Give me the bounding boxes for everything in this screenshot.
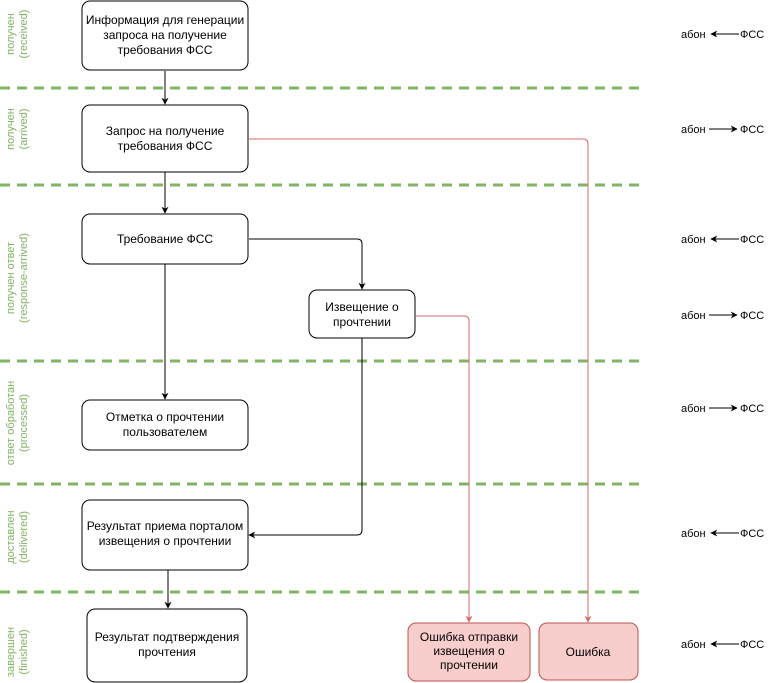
direction-processed: абон ФСС [681,403,764,415]
stage-separators [0,86,640,594]
error-edges [249,138,592,623]
svg-text:ФСС: ФСС [740,528,764,540]
svg-text:абон: абон [681,234,706,246]
edge-request-to-error [249,138,592,623]
edge-notice-to-notice-error [416,315,473,623]
svg-text:Ошибка: Ошибка [566,645,611,659]
stage-label-processed: ответ обработан(processed) [5,381,30,465]
edge-requirement-to-notice [249,238,366,290]
stage-label-arrived: получен(arrived) [5,108,30,150]
svg-text:абон: абон [681,29,706,41]
stage-label-response-arrived: получен ответ(response-arrived) [5,233,30,323]
direction-requirement: абон ФСС [681,234,764,246]
stage-labels: получен(received) получен(arrived) получ… [5,10,30,678]
stage-label-received: получен(received) [5,10,30,59]
direction-read-notice: абон ФСС [681,310,764,322]
stage-label-finished: завершен(finished) [5,627,30,677]
svg-text:ФСС: ФСС [740,29,764,41]
svg-text:абон: абон [681,639,706,651]
svg-text:абон: абон [681,403,706,415]
direction-arrived: абон ФСС [681,124,764,136]
edges [161,71,366,609]
svg-text:абон: абон [681,124,706,136]
direction-finished: абон ФСС [681,639,764,651]
box-requirement: Требование ФСС [81,213,249,265]
svg-text:ФСС: ФСС [740,310,764,322]
stage-label-delivered: доставлен(delivered) [5,510,30,563]
box-error: Ошибка [538,622,639,681]
svg-text:абон: абон [681,310,706,322]
edge-notice-to-portal-result [248,338,363,539]
svg-text:ФСС: ФСС [740,403,764,415]
svg-text:абон: абон [681,528,706,540]
svg-text:ФСС: ФСС [740,639,764,651]
direction-received: абон ФСС [681,29,764,41]
direction-delivered: абон ФСС [681,528,764,540]
svg-text:Требование ФСС: Требование ФСС [117,232,213,246]
svg-text:ФСС: ФСС [740,234,764,246]
svg-text:ФСС: ФСС [740,124,764,136]
